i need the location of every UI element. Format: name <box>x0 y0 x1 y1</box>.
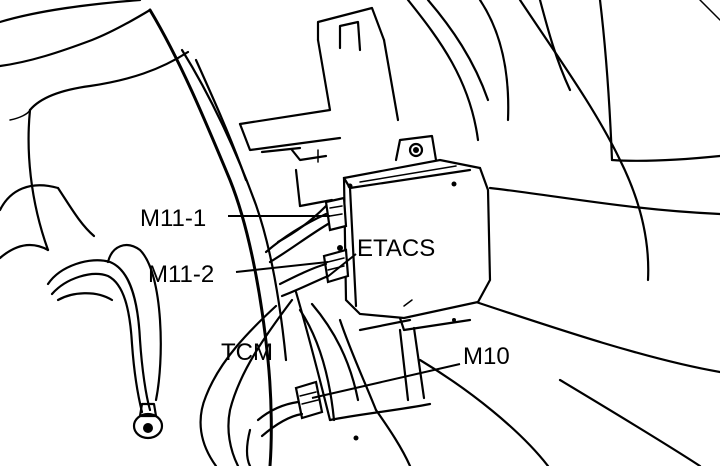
m11-2-connector <box>322 245 350 284</box>
callout-m11-1: M11-1 <box>140 205 206 232</box>
callout-tcm: TCM <box>221 339 273 366</box>
right-body-panel <box>406 0 720 466</box>
etacs-unit <box>342 134 492 332</box>
callout-m10: M10 <box>463 343 510 370</box>
m11-1-connector <box>324 196 348 232</box>
leader-m10 <box>311 363 461 399</box>
dashboard-panel <box>0 0 190 260</box>
leader-lines <box>228 215 461 399</box>
pillar-panel <box>148 8 288 466</box>
leader-etacs <box>325 253 357 279</box>
ground-cable <box>46 244 164 440</box>
callout-etacs: ETACS <box>357 235 435 262</box>
callout-m11-2: M11-2 <box>148 261 214 288</box>
mounting-bracket <box>238 6 400 208</box>
wiring-harness <box>199 204 360 466</box>
m10-connector <box>245 380 324 466</box>
tcm-housing <box>294 290 432 466</box>
leader-m11-2 <box>235 261 329 273</box>
